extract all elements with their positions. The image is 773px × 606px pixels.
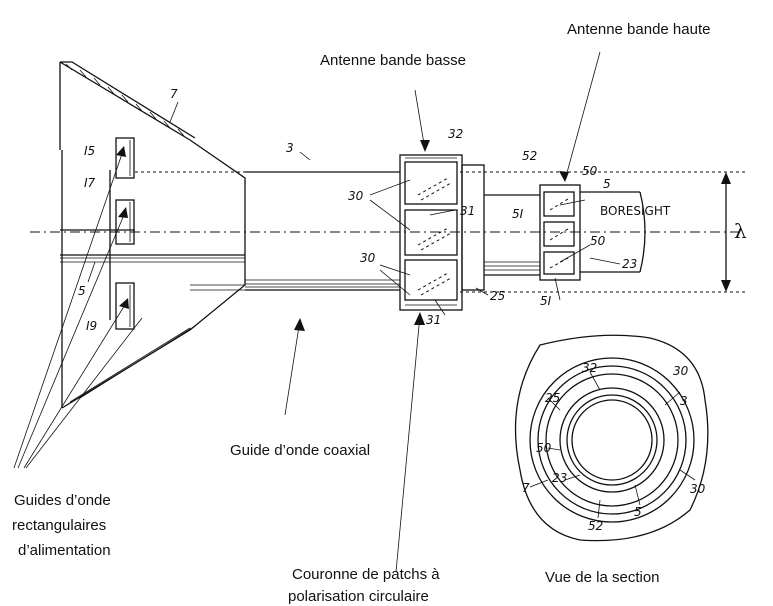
sec-ref-32: 32 bbox=[582, 361, 597, 375]
sec-ref-30-top: 30 bbox=[673, 364, 689, 378]
ref-31-mid: 31 bbox=[460, 204, 475, 218]
ref-52: 52 bbox=[522, 149, 537, 163]
ref-7: 7 bbox=[170, 87, 178, 101]
ref-15: I5 bbox=[84, 144, 95, 158]
ref-17: I7 bbox=[84, 176, 96, 190]
label-section-view: Vue de la section bbox=[545, 569, 660, 586]
sec-ref-25: 25 bbox=[545, 391, 560, 405]
label-feed-waveguides-2: rectangulaires bbox=[12, 517, 106, 534]
feed-waveguide-17 bbox=[115, 199, 135, 245]
label-feed-waveguides-3: d’alimentation bbox=[18, 542, 111, 559]
ref-3: 3 bbox=[286, 141, 294, 155]
horn bbox=[59, 61, 246, 409]
lambda-arrow bbox=[721, 172, 731, 292]
label-high-band-antenna: Antenne bande haute bbox=[567, 21, 710, 38]
ref-31-bottom: 31 bbox=[426, 313, 441, 327]
sec-ref-30-bottom: 30 bbox=[690, 482, 706, 496]
ref-5-left: 5 bbox=[78, 284, 86, 298]
leader-lines bbox=[13, 51, 621, 573]
section-view bbox=[514, 334, 709, 542]
ref-5-right: 5 bbox=[603, 177, 611, 191]
ref-19: I9 bbox=[86, 319, 97, 333]
ref-51-bottom: 5I bbox=[540, 294, 552, 308]
ref-25: 25 bbox=[490, 289, 505, 303]
label-lambda: λ bbox=[734, 219, 747, 243]
ref-50-bottom: 50 bbox=[590, 234, 606, 248]
label-patch-ring-1: Couronne de patchs à bbox=[292, 566, 440, 583]
sec-ref-23: 23 bbox=[552, 471, 567, 485]
label-coaxial-waveguide: Guide d’onde coaxial bbox=[230, 442, 370, 459]
patch-30-top bbox=[404, 161, 458, 205]
ref-50-top: 50 bbox=[582, 164, 598, 178]
label-low-band-antenna: Antenne bande basse bbox=[320, 52, 466, 69]
ref-32: 32 bbox=[448, 127, 463, 141]
sec-ref-7: 7 bbox=[522, 481, 530, 495]
feed-waveguide-19 bbox=[115, 282, 135, 330]
feed-waveguide-15 bbox=[115, 137, 135, 179]
sec-ref-52: 52 bbox=[588, 519, 603, 533]
label-feed-waveguides-1: Guides d’onde bbox=[14, 492, 111, 509]
label-boresight: BORESIGHT bbox=[600, 204, 671, 218]
ref-30-top: 30 bbox=[348, 189, 364, 203]
ref-23: 23 bbox=[622, 257, 637, 271]
ref-30-bottom: 30 bbox=[360, 251, 376, 265]
sec-ref-50: 50 bbox=[536, 441, 552, 455]
patch-30-bottom bbox=[404, 259, 458, 301]
sec-ref-5: 5 bbox=[634, 505, 642, 519]
label-patch-ring-2: polarisation circulaire bbox=[288, 588, 429, 605]
feed-waveguides bbox=[115, 137, 135, 330]
sec-ref-3: 3 bbox=[680, 394, 688, 408]
coaxial-body bbox=[60, 150, 400, 320]
ref-51-top: 5I bbox=[512, 207, 524, 221]
